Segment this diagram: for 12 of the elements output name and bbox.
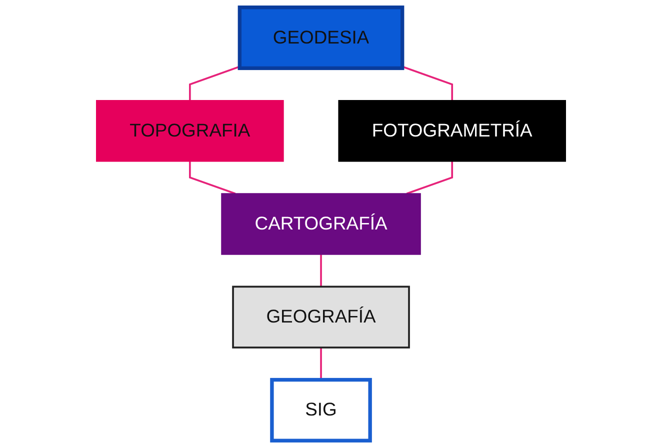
node-box: GEODESIA bbox=[238, 6, 404, 70]
connector bbox=[189, 161, 236, 194]
node-box: CARTOGRAFÍA bbox=[221, 193, 421, 255]
connector bbox=[320, 348, 322, 380]
node-box: SIG bbox=[270, 378, 372, 442]
node-box: FOTOGRAMETRÍA bbox=[338, 100, 566, 162]
connector bbox=[189, 66, 240, 100]
node-box: GEOGRAFÍA bbox=[232, 286, 410, 348]
connector bbox=[320, 254, 322, 287]
connector bbox=[402, 66, 454, 100]
node-box: TOPOGRAFIA bbox=[96, 100, 284, 162]
connector bbox=[406, 161, 454, 194]
